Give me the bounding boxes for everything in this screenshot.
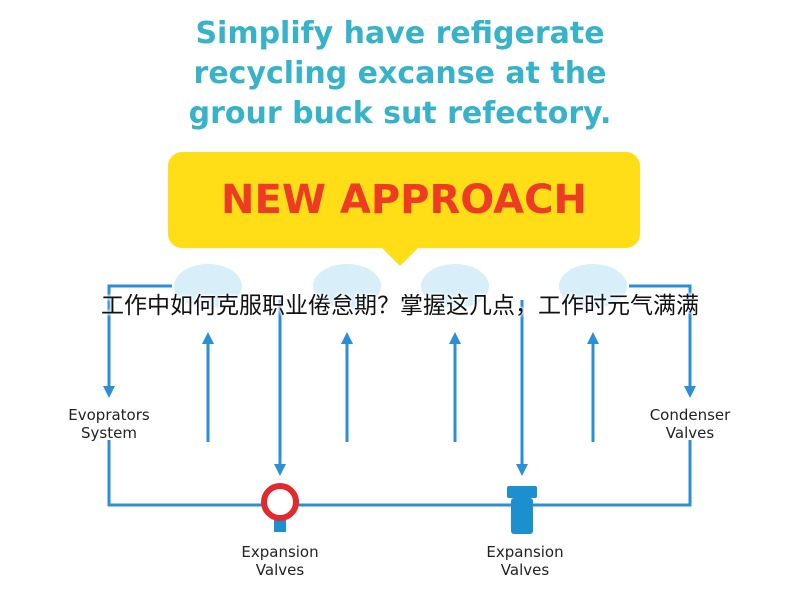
overlay-caption: 工作中如何克服职业倦怠期？掌握这几点，工作时元气满满 <box>101 293 699 319</box>
new-approach-callout: NEW APPROACH <box>168 152 640 248</box>
node-bubble-4 <box>559 264 627 308</box>
node-bubble-3 <box>421 264 489 308</box>
callout-pointer <box>380 246 420 266</box>
headline-line-2: recycling excanse at the <box>193 56 607 91</box>
node-bubble-1 <box>174 264 242 308</box>
headline: Simplify have refigerate recycling excan… <box>0 14 800 134</box>
label-evaporators: Evoprators System <box>44 406 174 442</box>
label-expansion-right-line-1: Expansion <box>486 543 564 561</box>
node-bubble-2 <box>313 264 381 308</box>
label-expansion-right: Expansion Valves <box>460 543 590 579</box>
label-condenser-line-2: Valves <box>665 424 715 442</box>
label-evaporators-line-2: System <box>81 424 137 442</box>
label-evaporators-line-1: Evoprators <box>68 406 150 424</box>
label-expansion-left: Expansion Valves <box>215 543 345 579</box>
expansion-valve-right <box>507 486 537 534</box>
bottom-pipe <box>107 440 692 507</box>
label-condenser-line-1: Condenser <box>649 406 731 424</box>
label-expansion-right-line-2: Valves <box>500 561 550 579</box>
headline-line-1: Simplify have refigerate <box>195 16 605 51</box>
label-expansion-left-line-2: Valves <box>255 561 305 579</box>
headline-line-3: grour buck sut refectory. <box>188 96 612 131</box>
callout-text: NEW APPROACH <box>221 177 587 223</box>
label-condenser: Condenser Valves <box>622 406 758 442</box>
expansion-valve-left <box>261 483 299 532</box>
label-expansion-left-line-1: Expansion <box>241 543 319 561</box>
